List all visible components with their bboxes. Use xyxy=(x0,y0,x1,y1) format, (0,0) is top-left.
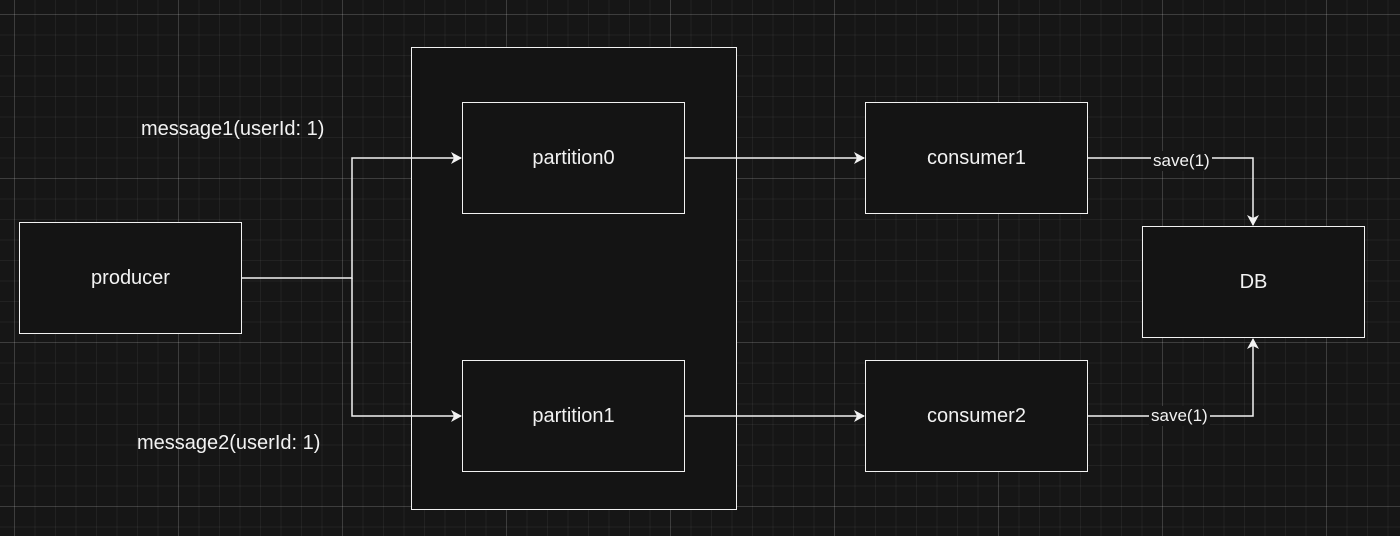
edge-producer-partition0 xyxy=(242,152,462,279)
partition1-node[interactable]: partition1 xyxy=(462,360,685,472)
producer-node[interactable]: producer xyxy=(19,222,242,334)
edge-consumer2-db xyxy=(1088,338,1259,417)
message1-label: message1(userId: 1) xyxy=(141,118,325,140)
save-label-top: save(1) xyxy=(1151,151,1212,171)
partition1-label: partition1 xyxy=(532,404,615,427)
consumer1-node[interactable]: consumer1 xyxy=(865,102,1088,214)
consumer2-label: consumer2 xyxy=(927,404,1026,427)
save-label-bottom: save(1) xyxy=(1149,406,1210,426)
message2-label: message2(userId: 1) xyxy=(137,432,321,454)
partition0-label: partition0 xyxy=(532,146,615,169)
producer-label: producer xyxy=(91,266,170,289)
edge-consumer1-db xyxy=(1088,157,1259,226)
partition0-node[interactable]: partition0 xyxy=(462,102,685,214)
consumer2-node[interactable]: consumer2 xyxy=(865,360,1088,472)
db-label: DB xyxy=(1239,270,1268,293)
edge-producer-partition1 xyxy=(351,278,462,422)
consumer1-label: consumer1 xyxy=(927,146,1026,169)
db-node[interactable]: DB xyxy=(1142,226,1365,338)
